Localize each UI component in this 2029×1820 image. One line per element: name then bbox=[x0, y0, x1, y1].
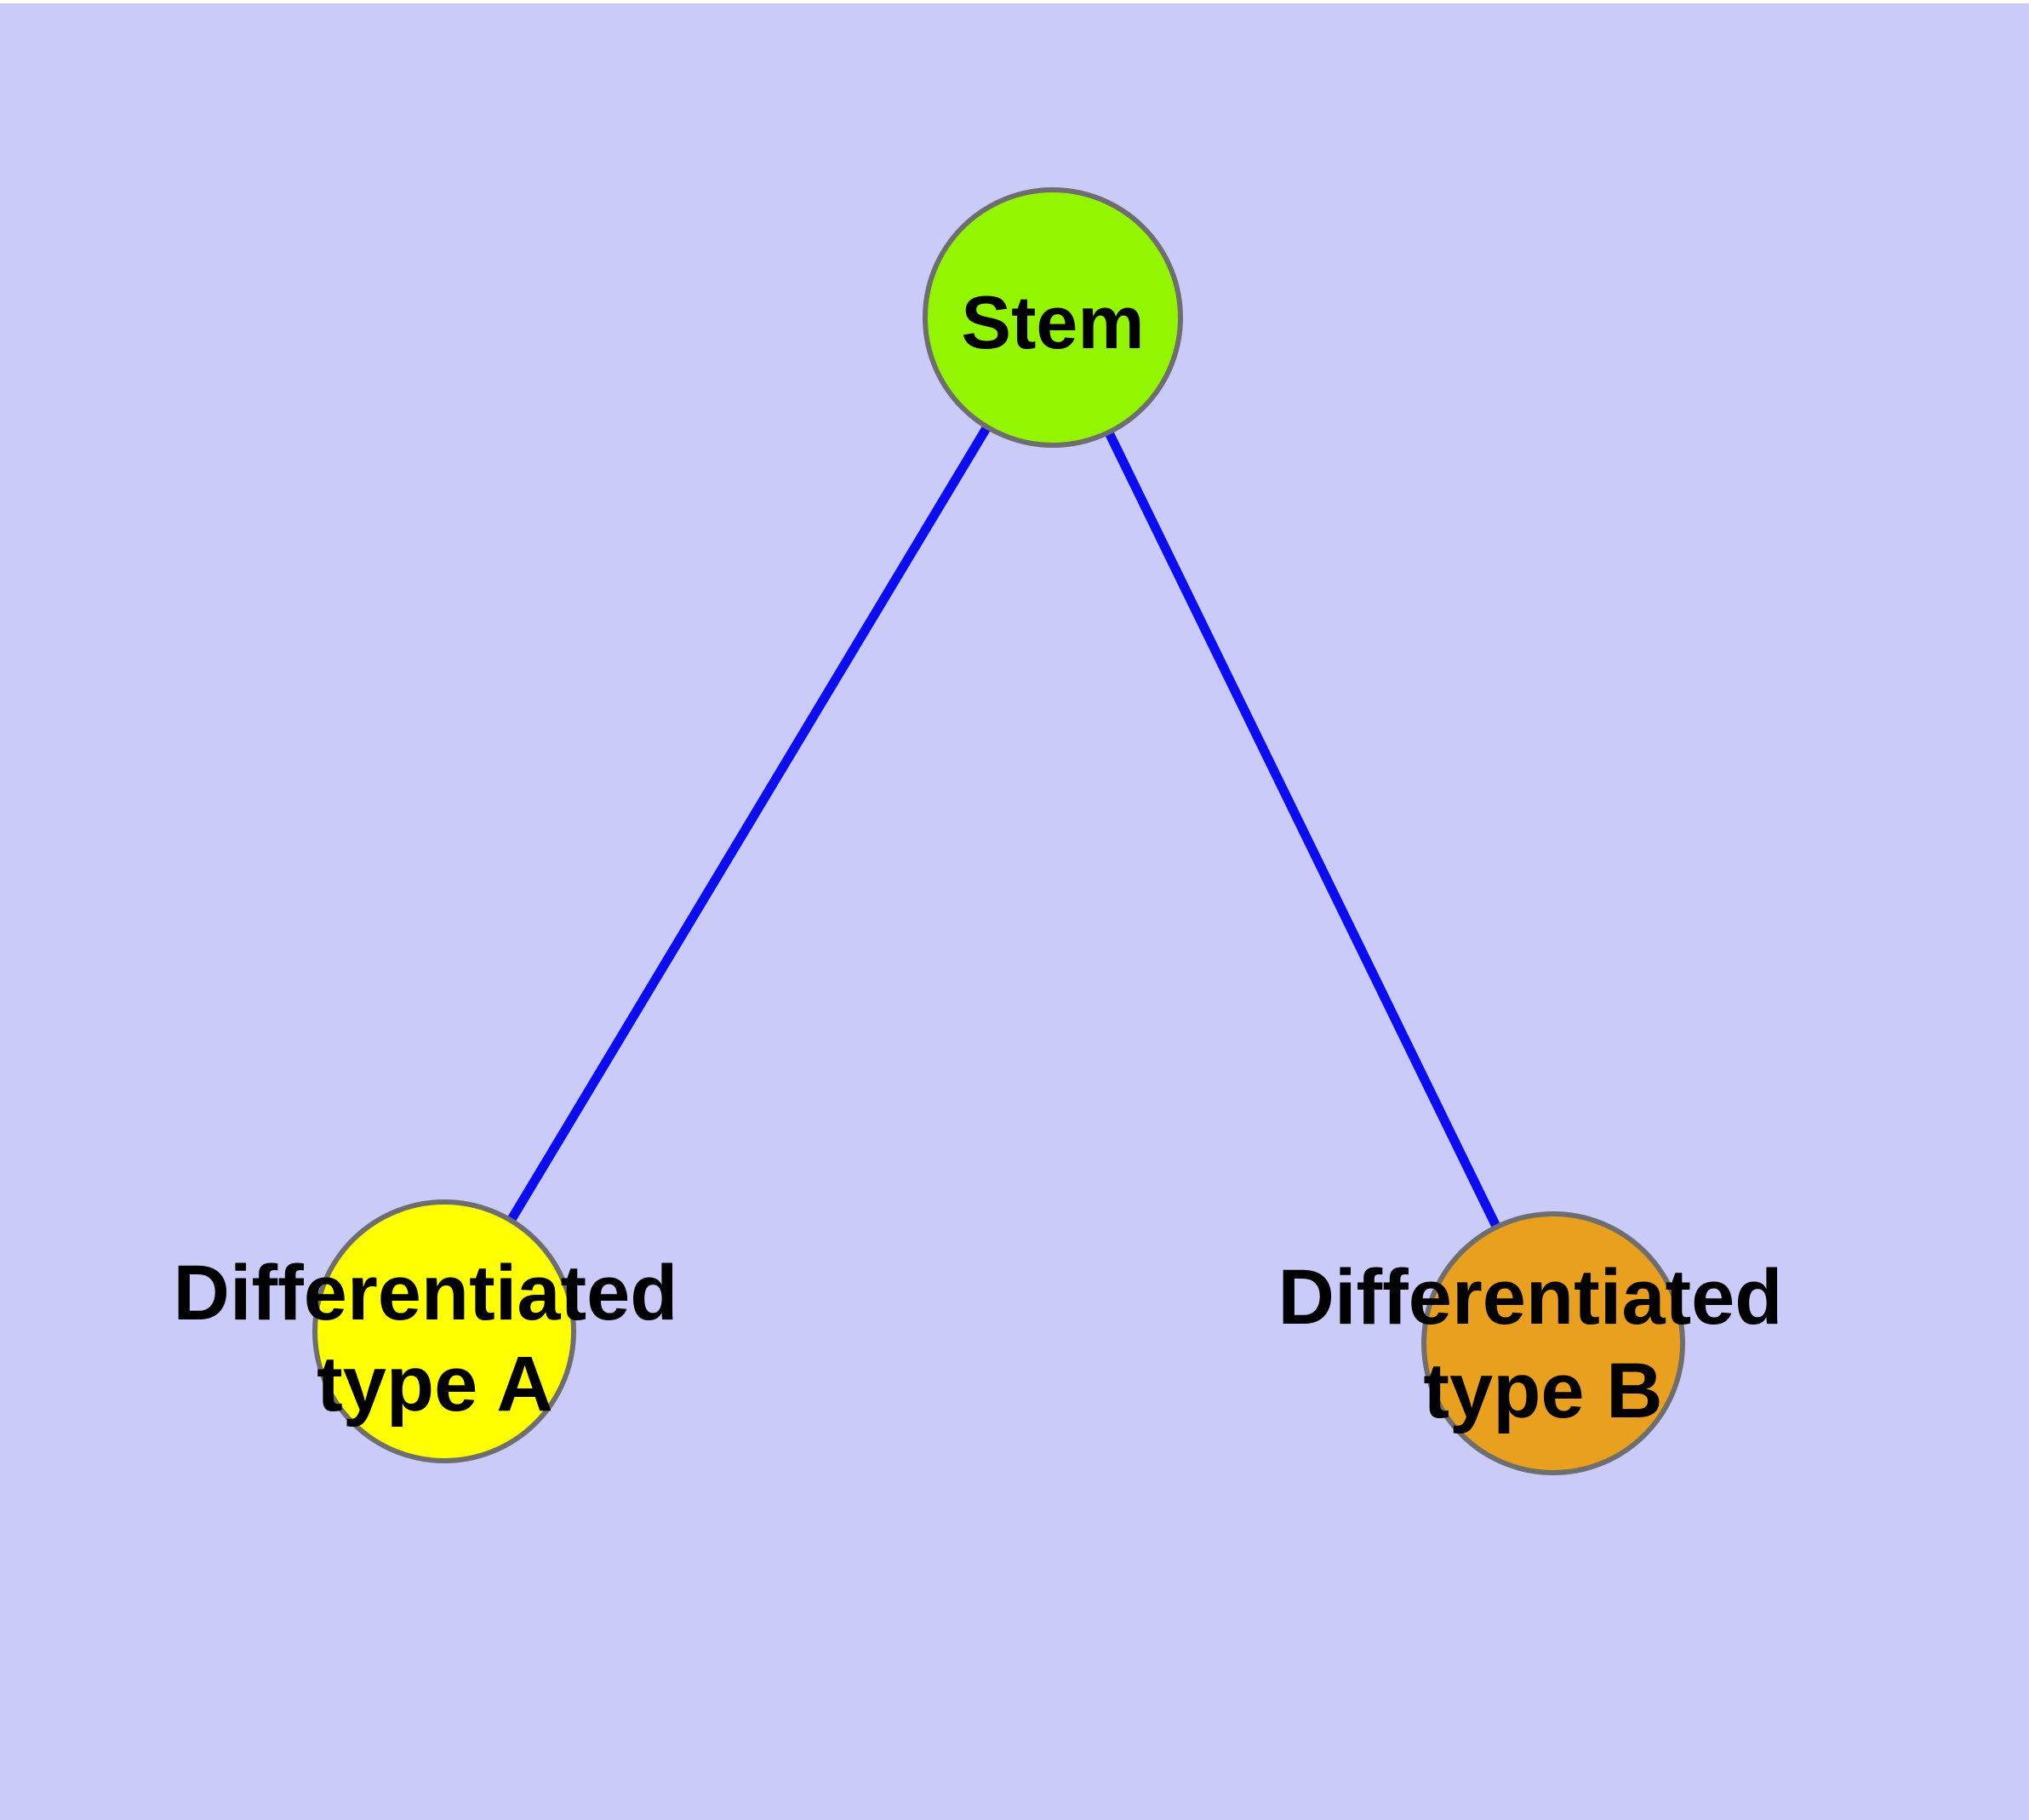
node-differentiated-type-a bbox=[312, 1199, 576, 1463]
edge-stem-to-type-a bbox=[440, 315, 1057, 1334]
edge-stem-to-type-b bbox=[1049, 315, 1557, 1346]
node-type-a-label-line1: Differentiated bbox=[174, 1250, 678, 1336]
node-type-a-label-line2: type A bbox=[317, 1341, 553, 1428]
node-type-b-label-line2: type B bbox=[1423, 1348, 1662, 1434]
top-margin-strip bbox=[0, 0, 2029, 3]
node-differentiated-type-b bbox=[1421, 1211, 1685, 1475]
node-stem bbox=[923, 187, 1183, 448]
node-stem-label: Stem bbox=[961, 280, 1144, 364]
node-type-b-label-line1: Differentiated bbox=[1278, 1254, 1783, 1341]
